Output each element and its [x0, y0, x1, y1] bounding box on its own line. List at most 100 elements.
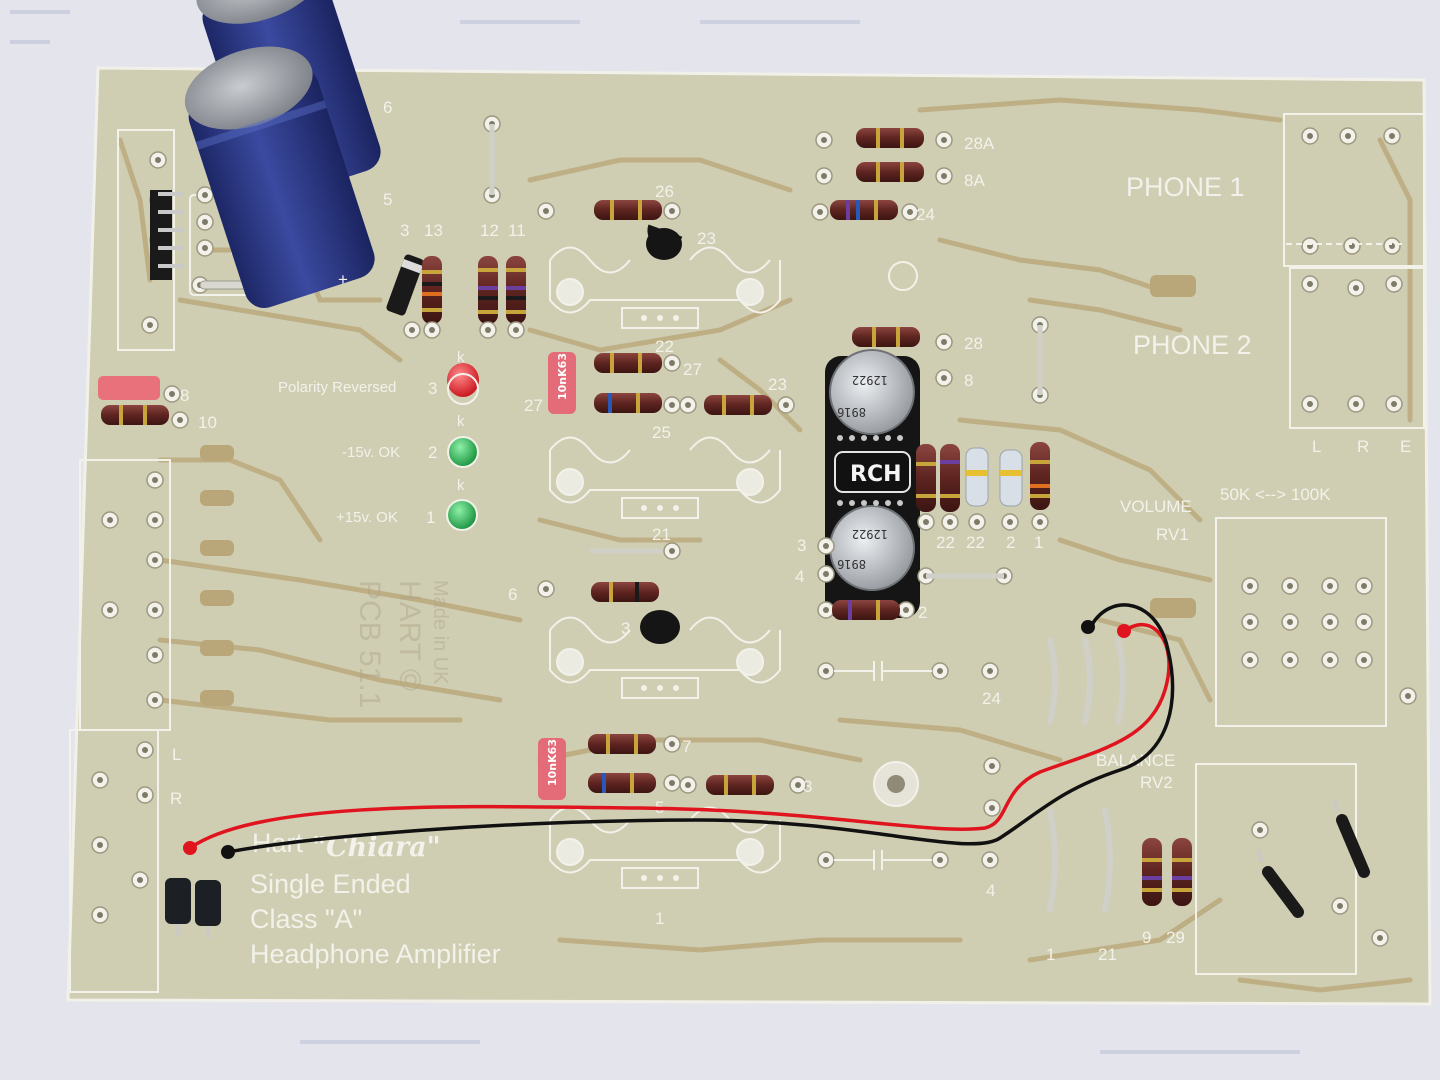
resistor-28	[852, 327, 920, 347]
resistor-25	[594, 393, 662, 413]
mirrored-pcb-text: PCB 51.1 HART © Made in UK	[353, 580, 451, 708]
resistor-27	[594, 353, 662, 373]
resistor-6b	[591, 582, 659, 602]
pot-wire-links	[1047, 637, 1126, 913]
ref-26-label: 26	[655, 182, 674, 201]
resistor-24	[830, 200, 898, 220]
ref-7-label: 7	[682, 737, 691, 756]
phone-jack-outlines	[1195, 113, 1425, 975]
electrolytic-capacitors	[184, 0, 381, 309]
can-top-part-number: 8916	[837, 405, 866, 419]
ref-3c-label: 3	[797, 536, 806, 555]
ref-2a-label: 2	[1006, 533, 1015, 552]
ferrite-beads	[165, 878, 221, 938]
balance-label: BALANCE	[1096, 751, 1175, 770]
mounting-hole-center-inner	[887, 775, 905, 793]
ref-c4-label: 4	[986, 881, 995, 900]
ref-23b-label: 23	[768, 375, 787, 394]
led-1-number: 1	[426, 508, 435, 527]
film-capacitor-8	[98, 376, 160, 400]
ref-10-left-label: 10	[198, 413, 217, 432]
ref-w1-label: 1	[1046, 945, 1055, 964]
ref-4c-label: 4	[795, 567, 804, 586]
ref-1-label: 1	[655, 909, 664, 928]
ref-w21-label: 21	[1098, 945, 1117, 964]
ref-6-label: 6	[383, 98, 392, 117]
ref-22b-label: 22	[966, 533, 985, 552]
ref-8-label: 8	[964, 371, 973, 390]
title-single-ended: Single Ended	[250, 869, 411, 899]
resistor-1a	[1030, 442, 1050, 510]
led-k-label-2: k	[457, 413, 465, 430]
mirror-text-1: PCB 51.1	[353, 580, 386, 708]
resistor-29	[1172, 838, 1192, 906]
transistor-23	[646, 224, 683, 260]
ref-q3-label: 3	[621, 619, 630, 638]
resistor-3b	[706, 775, 774, 795]
can-top-code: 12922	[852, 373, 888, 387]
resistor-22b	[940, 444, 960, 512]
transistor-3	[640, 610, 680, 644]
resistor-12	[478, 256, 498, 324]
red-wire-solder-right	[1117, 624, 1131, 638]
resistor-13	[422, 256, 442, 324]
led-k-label-3: k	[457, 349, 465, 366]
led-outline-rings	[446, 373, 479, 531]
paper-text-marks	[10, 10, 1300, 1054]
title-headphone-amplifier: Headphone Amplifier	[250, 939, 501, 969]
rv2-label: RV2	[1140, 773, 1173, 792]
ref-3-top-label: 3	[400, 221, 409, 240]
copper-pads-left	[200, 275, 1196, 706]
led-red	[447, 363, 479, 397]
film-capacitor-lower	[538, 738, 566, 800]
left-connector-outlines	[69, 129, 281, 993]
pos15-ok-label: +15v. OK	[336, 509, 398, 526]
ref-9-label: 9	[1142, 928, 1151, 947]
resistor-11	[506, 256, 526, 324]
black-wire-solder-right	[1081, 620, 1095, 634]
ref-27-label: 27	[683, 360, 702, 379]
ref-24-label: 24	[916, 205, 935, 224]
glass-capacitor-2	[999, 449, 1023, 507]
ref-1a-label: 1	[1034, 533, 1043, 552]
left-r-label: R	[170, 789, 182, 808]
ref-23-label: 23	[697, 229, 716, 248]
title-class-a: Class "A"	[250, 904, 362, 934]
ref-6b-label: 6	[508, 585, 517, 604]
jack-l-label: L	[1312, 437, 1321, 456]
capacitor-symbols	[834, 661, 932, 870]
black-wire-solder-left	[221, 845, 235, 859]
resistor-5b	[588, 773, 656, 793]
jack-r-label: R	[1357, 437, 1369, 456]
ref-5-label: 5	[383, 190, 392, 209]
resistor-2	[832, 600, 900, 620]
phone2-label: PHONE 2	[1133, 330, 1252, 360]
film-capacitor-27	[548, 352, 576, 414]
ref-2c-label: 2	[918, 603, 927, 622]
film-cap-lower-text: 10nK63	[546, 739, 559, 786]
ref-13-label: 13	[424, 221, 443, 240]
resistor-8a	[856, 162, 924, 182]
neg15-ok-label: -15v. OK	[342, 444, 400, 461]
red-signal-wire	[189, 623, 1171, 850]
adapter-pins	[837, 435, 903, 506]
phone1-label: PHONE 1	[1126, 172, 1245, 202]
op-amp-adapter	[825, 349, 920, 618]
ref-11-label: 11	[508, 221, 526, 240]
ref-8-left-label: 8	[180, 386, 189, 405]
led-2-number: 2	[428, 443, 437, 462]
resistor-28a	[856, 128, 924, 148]
jack-e-label: E	[1400, 437, 1411, 456]
led-3-number: 3	[428, 379, 437, 398]
led-green-2	[449, 436, 477, 468]
mirror-text-3: Made in UK	[429, 580, 451, 685]
resistor-7	[588, 734, 656, 754]
mounting-hole-top	[888, 261, 918, 291]
ref-21-label: 21	[652, 525, 671, 544]
polarity-reversed-label: Polarity Reversed	[278, 379, 396, 396]
black-signal-wire	[227, 603, 1175, 854]
resistor-10	[101, 405, 169, 425]
ref-22a-label: 22	[936, 533, 955, 552]
ref-8a-label: 8A	[964, 171, 985, 190]
